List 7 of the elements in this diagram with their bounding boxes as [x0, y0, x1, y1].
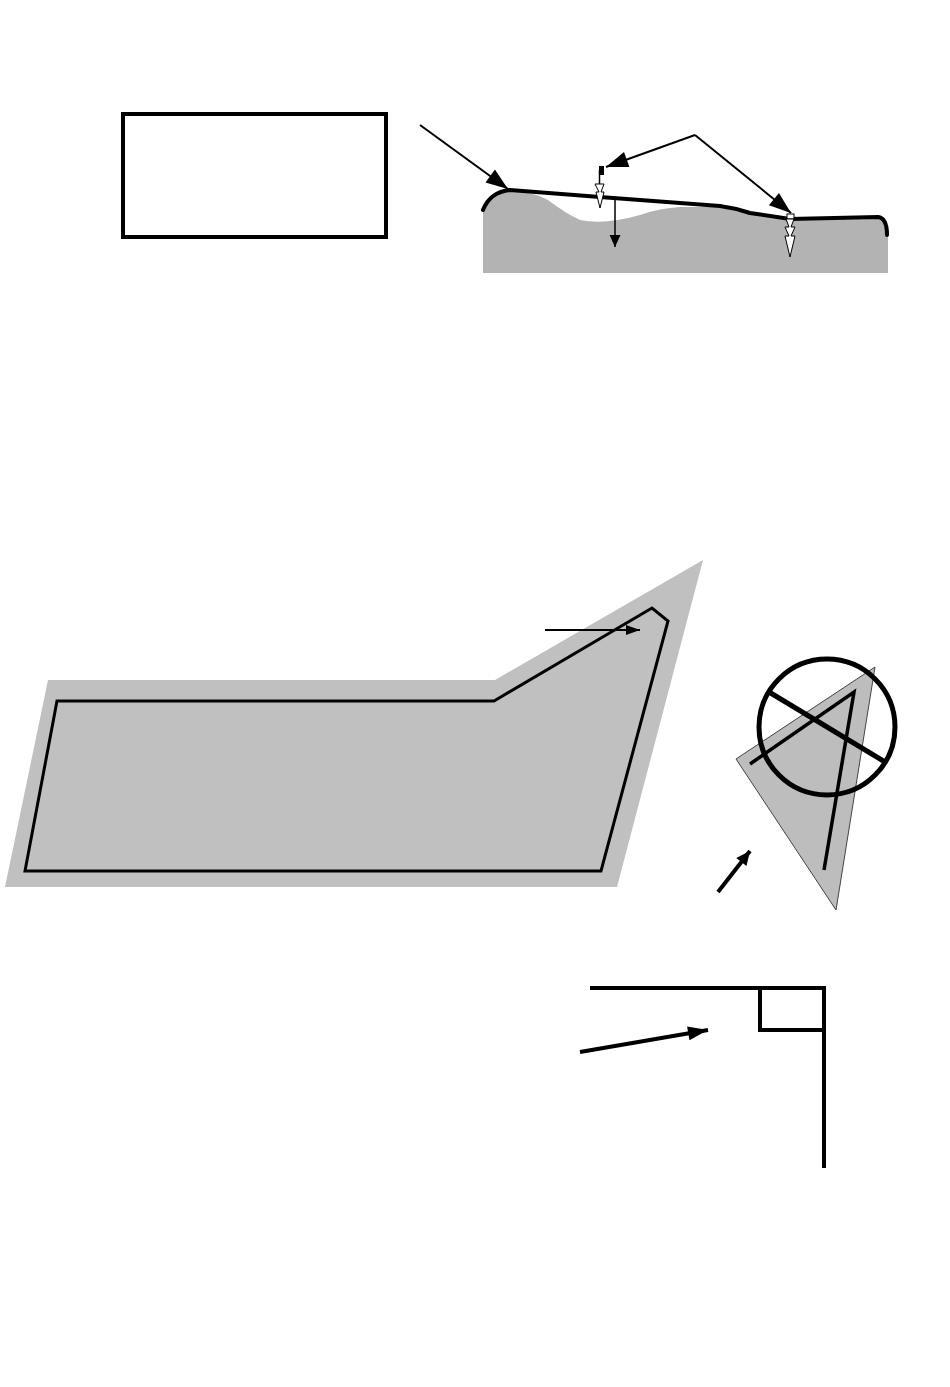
peg [784, 213, 796, 258]
peg [594, 166, 605, 209]
leader-arrow [419, 124, 509, 190]
wire [481, 188, 889, 237]
leader-arrow [694, 134, 792, 214]
blank-box [121, 112, 388, 239]
leader-arrow [605, 134, 696, 168]
